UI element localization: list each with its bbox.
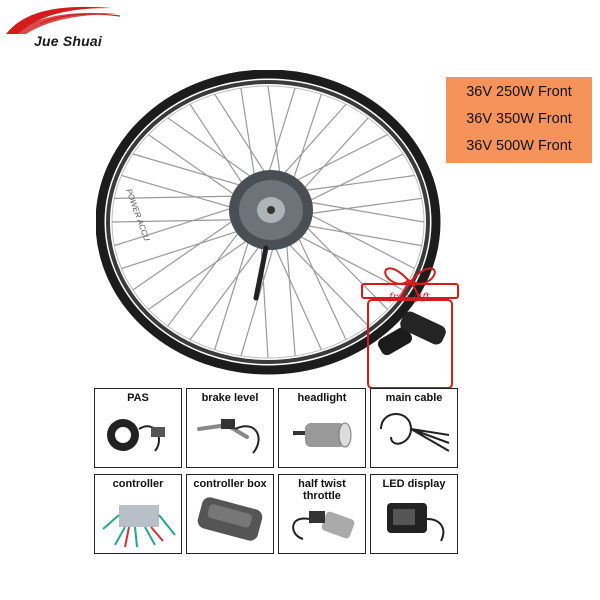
spoke <box>296 223 422 247</box>
voltage-power-options: 36V 250W Front 36V 350W Front 36V 500W F… <box>446 77 592 163</box>
part-label: main cable <box>385 392 443 404</box>
part-brake-level: brake level <box>186 388 274 468</box>
spoke <box>167 117 262 185</box>
part-label: controller box <box>193 478 267 490</box>
spoke <box>114 195 246 199</box>
controller-box-icon <box>197 497 263 541</box>
spoke <box>280 235 369 327</box>
spoke <box>289 230 404 291</box>
hub-motor <box>229 170 313 301</box>
part-main-cable: main cable <box>370 388 458 468</box>
spoke <box>293 227 347 341</box>
part-controller: controller <box>94 474 182 554</box>
spoke <box>293 174 415 193</box>
brake-lever-icon <box>197 419 260 454</box>
main-cable-icon <box>380 413 450 452</box>
ebike-wheel-image: POWER ACCU <box>96 70 441 375</box>
headlight-icon <box>293 422 352 448</box>
spoke <box>189 103 249 193</box>
spoke <box>289 94 322 189</box>
spoke <box>300 153 404 206</box>
part-label: half twist throttle <box>279 478 365 502</box>
logo-swoosh-icon <box>6 6 121 34</box>
spoke <box>148 233 257 310</box>
option-250w[interactable]: 36V 250W Front <box>466 84 572 100</box>
spoke <box>299 199 425 223</box>
spoke <box>298 219 388 310</box>
spoke <box>111 219 243 223</box>
part-label: PAS <box>127 392 149 404</box>
part-label: controller <box>112 478 164 490</box>
option-350w[interactable]: 36V 350W Front <box>466 111 572 127</box>
brand-logo: Jue Shuai <box>0 0 130 70</box>
spoke <box>296 117 369 197</box>
spoke <box>214 93 272 183</box>
part-pas: PAS <box>94 388 182 468</box>
controller-icon <box>102 505 176 548</box>
spoke <box>285 134 388 187</box>
spoke <box>121 227 249 270</box>
spoke <box>275 103 347 183</box>
pas-sensor-icon <box>107 419 165 452</box>
spoke <box>132 214 242 291</box>
part-headlight: headlight <box>278 388 366 468</box>
spoke <box>240 87 257 186</box>
part-controller-box: controller box <box>186 474 274 554</box>
spoke <box>270 237 322 351</box>
brand-name: Jue Shuai <box>34 33 102 49</box>
spoke <box>114 204 242 247</box>
spoke <box>300 197 422 216</box>
spoke <box>214 231 253 350</box>
kit-parts-grid: PAS brake level headlight main cable con… <box>94 388 460 554</box>
part-label: headlight <box>297 392 347 404</box>
spoke <box>189 237 267 341</box>
part-half-twist-throttle: half twist throttle <box>278 474 366 554</box>
spoke <box>300 209 415 270</box>
part-label: LED display <box>382 478 446 490</box>
spoke <box>132 153 252 190</box>
part-label-line2: throttle <box>303 490 341 502</box>
part-label: brake level <box>201 392 259 404</box>
spoke <box>148 134 244 201</box>
spoke <box>267 85 282 184</box>
part-label-line1: half twist <box>298 478 346 490</box>
spoke <box>167 223 246 327</box>
spoke <box>121 174 242 211</box>
spoke <box>265 87 296 183</box>
handlebar-grips-icon <box>377 311 446 356</box>
option-500w[interactable]: 36V 500W Front <box>466 138 572 154</box>
free-gift-label: free gift <box>389 292 430 303</box>
svg-text:POWER ACCU: POWER ACCU <box>124 188 151 243</box>
spoke <box>285 234 296 356</box>
led-display-icon <box>387 503 445 542</box>
part-led-display: LED display <box>370 474 458 554</box>
free-gift-icon <box>361 267 459 389</box>
throttle-icon <box>292 511 355 540</box>
